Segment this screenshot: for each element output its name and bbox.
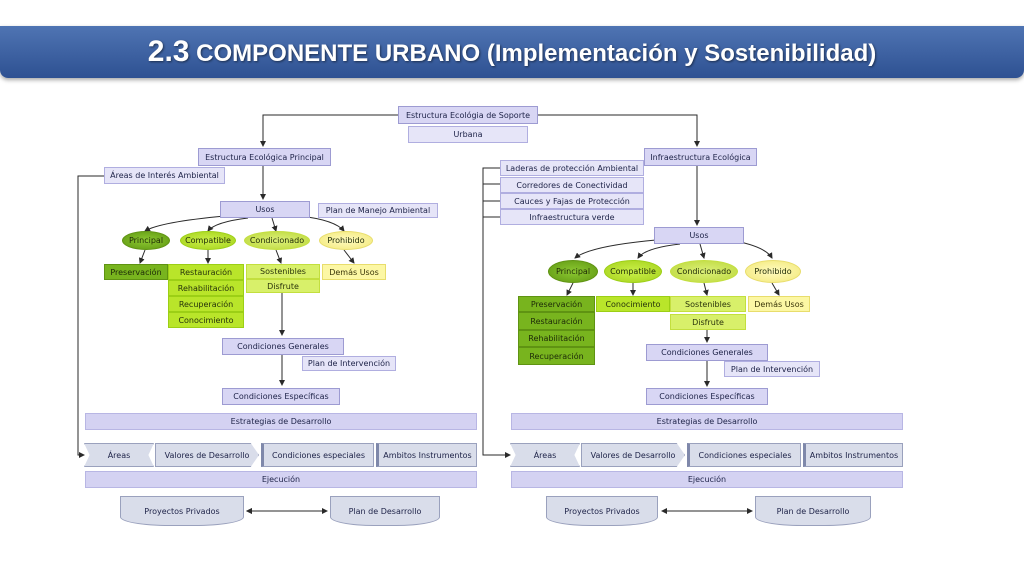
left-recuperacion: Recuperación <box>168 296 244 312</box>
page-title: 2.3 COMPONENTE URBANO (Implementación y … <box>0 26 1024 78</box>
right-sostenibles: Sostenibles <box>670 296 746 312</box>
right-infraestructura-verde: Infraestructura verde <box>500 209 644 225</box>
left-plan-manejo: Plan de Manejo Ambiental <box>318 203 438 218</box>
right-areas-banner: Áreas <box>510 443 580 467</box>
right-ejecucion: Ejecución <box>511 471 903 488</box>
right-principal-oval: Principal <box>548 260 598 283</box>
title-banner <box>0 26 1024 78</box>
left-disfrute: Disfrute <box>246 279 320 293</box>
left-condiciones-especificas: Condiciones Específicas <box>222 388 340 405</box>
right-valores-desarrollo: Valores de Desarrollo <box>581 443 685 467</box>
left-areas-banner: Áreas <box>84 443 154 467</box>
left-valores-desarrollo: Valores de Desarrollo <box>155 443 259 467</box>
title-number: 2.3 <box>147 35 190 68</box>
left-compatible-oval: Compatible <box>180 231 236 250</box>
right-preservacion: Preservación <box>518 296 595 312</box>
left-principal-structure: Estructura Ecológica Principal <box>198 148 331 166</box>
right-restauracion: Restauración <box>518 312 595 330</box>
right-estrategias-desarrollo: Estrategias de Desarrollo <box>511 413 903 430</box>
right-demas-usos: Demás Usos <box>748 296 810 312</box>
right-conocimiento: Conocimiento <box>596 296 670 312</box>
top-structure-box: Estructura Ecológia de Soporte <box>398 106 538 124</box>
left-areas-interes: Áreas de Interés Ambiental <box>104 167 225 184</box>
left-plan-intervencion: Plan de Intervención <box>302 356 396 371</box>
title-sub: (Implementación y Sostenibilidad) <box>486 40 877 67</box>
right-ambitos-instrumentos: Ambitos Instrumentos <box>803 443 903 467</box>
left-prohibido-oval: Prohibido <box>319 231 373 250</box>
left-principal-oval: Principal <box>122 231 170 250</box>
right-disfrute: Disfrute <box>670 314 746 330</box>
left-estrategias-desarrollo: Estrategias de Desarrollo <box>85 413 477 430</box>
top-structure-urbana: Urbana <box>408 126 528 143</box>
right-usos-box: Usos <box>654 227 744 244</box>
left-conocimiento: Conocimiento <box>168 312 244 328</box>
left-condiciones-generales: Condiciones Generales <box>222 338 344 355</box>
right-compatible-oval: Compatible <box>604 260 662 283</box>
right-corredores: Corredores de Conectividad <box>500 177 644 193</box>
left-plan-desarrollo: Plan de Desarrollo <box>330 496 440 526</box>
right-prohibido-oval: Prohibido <box>745 260 801 283</box>
title-main: COMPONENTE URBANO <box>196 40 481 67</box>
right-recuperacion: Recuperación <box>518 347 595 365</box>
left-preservacion: Preservación <box>104 264 168 280</box>
right-condiciones-especiales: Condiciones especiales <box>687 443 801 467</box>
right-proyectos-privados: Proyectos Privados <box>546 496 658 526</box>
left-rehabilitacion: Rehabilitación <box>168 280 244 296</box>
left-ejecucion: Ejecución <box>85 471 477 488</box>
right-plan-desarrollo: Plan de Desarrollo <box>755 496 871 526</box>
left-condicionado-oval: Condicionado <box>244 231 310 250</box>
right-infraestructura-ecologica: Infraestructura Ecológica <box>644 148 757 166</box>
left-ambitos-instrumentos: Ambitos Instrumentos <box>376 443 477 467</box>
left-condiciones-especiales: Condiciones especiales <box>261 443 374 467</box>
left-proyectos-privados: Proyectos Privados <box>120 496 244 526</box>
left-sostenibles: Sostenibles <box>246 264 320 279</box>
left-demas-usos: Demás Usos <box>322 264 386 280</box>
right-plan-intervencion: Plan de Intervención <box>724 361 820 377</box>
right-rehabilitacion: Rehabilitación <box>518 330 595 347</box>
right-condiciones-especificas: Condiciones Específicas <box>646 388 768 405</box>
left-usos-box: Usos <box>220 201 310 218</box>
right-condicionado-oval: Condicionado <box>670 260 738 283</box>
left-restauracion: Restauración <box>168 264 244 280</box>
right-laderas: Laderas de protección Ambiental <box>500 160 644 176</box>
right-cauces: Cauces y Fajas de Protección <box>500 193 644 209</box>
right-condiciones-generales: Condiciones Generales <box>646 344 768 361</box>
